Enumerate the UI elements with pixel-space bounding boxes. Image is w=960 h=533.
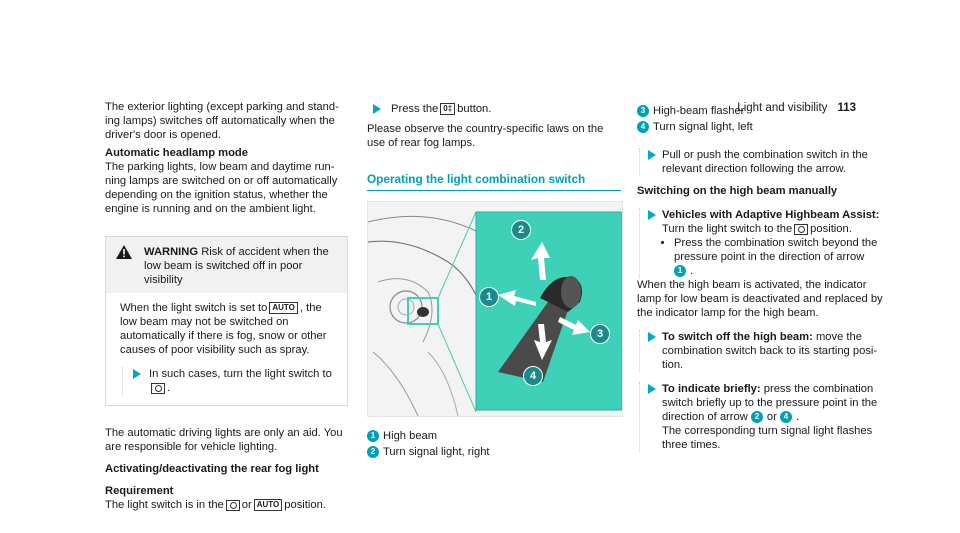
combination-switch-figure: 1 2 3 4 [367,201,623,417]
intro-paragraph: The exterior lighting (except parking an… [105,101,339,141]
auto-symbol-icon: AUTO [269,302,298,315]
fog-heading: Activating/deactivating the rear fog lig… [105,463,319,475]
warning-label: WARNING [144,246,199,258]
off-step: To switch off the high beam: move the co… [639,330,883,372]
section-name: Light and visibility [737,102,828,114]
figure-illustration [368,202,622,416]
page-number: 113 [837,102,856,114]
high-beam-heading: Switching on the high beam manually [637,185,838,197]
fog-light-button-icon: 0‡ [440,103,456,116]
step-arrow-icon [373,104,381,114]
figure-label-3: 3 [590,324,610,344]
low-beam-icon [794,223,809,235]
figure-label-2: 2 [511,220,531,240]
observe-paragraph: Please observe the country-specific laws… [367,123,604,149]
low-beam-icon [225,499,240,511]
page-header: Light and visibility 113 [737,102,856,114]
warning-text: Risk of accident when the low beam is sw… [144,246,329,286]
auto-paragraph: The parking lights, low beam and daytime… [105,161,338,215]
assist-bullets: Press the combination switch beyond the … [662,236,883,278]
warning-step: In such cases, turn the light switch to. [122,367,337,395]
warning-icon [116,245,132,259]
assist-step: Vehicles with Adaptive Highbeam Assist: … [639,208,883,278]
figure-label-1: 1 [479,287,499,307]
section-title: Operating the light combination switch [367,172,621,191]
activated-paragraph: When the high beam is activated, the ind… [637,279,883,319]
pull-step: Pull or push the combination switch in t… [639,148,883,176]
auto-symbol-icon: AUTO [253,499,283,512]
step-arrow-icon [648,210,656,220]
warning-box: WARNING Risk of accident when the low be… [105,236,348,406]
brief-step: To indicate briefly: press the combinati… [639,382,883,452]
figure-label-4: 4 [523,366,543,386]
step-arrow-icon [133,369,141,379]
low-beam-icon [151,382,165,394]
assist-bullet: Press the combination switch beyond the … [674,236,883,278]
step-arrow-icon [648,150,656,160]
aid-paragraph: The automatic driving lights are only an… [105,427,343,453]
column-1: The exterior lighting (except parking an… [105,100,348,512]
warning-header: WARNING Risk of accident when the low be… [106,237,347,293]
step-arrow-icon [648,332,656,342]
auto-heading: Automatic headlamp mode [105,147,248,159]
requirement-heading: Requirement [105,485,174,497]
step-arrow-icon [648,384,656,394]
